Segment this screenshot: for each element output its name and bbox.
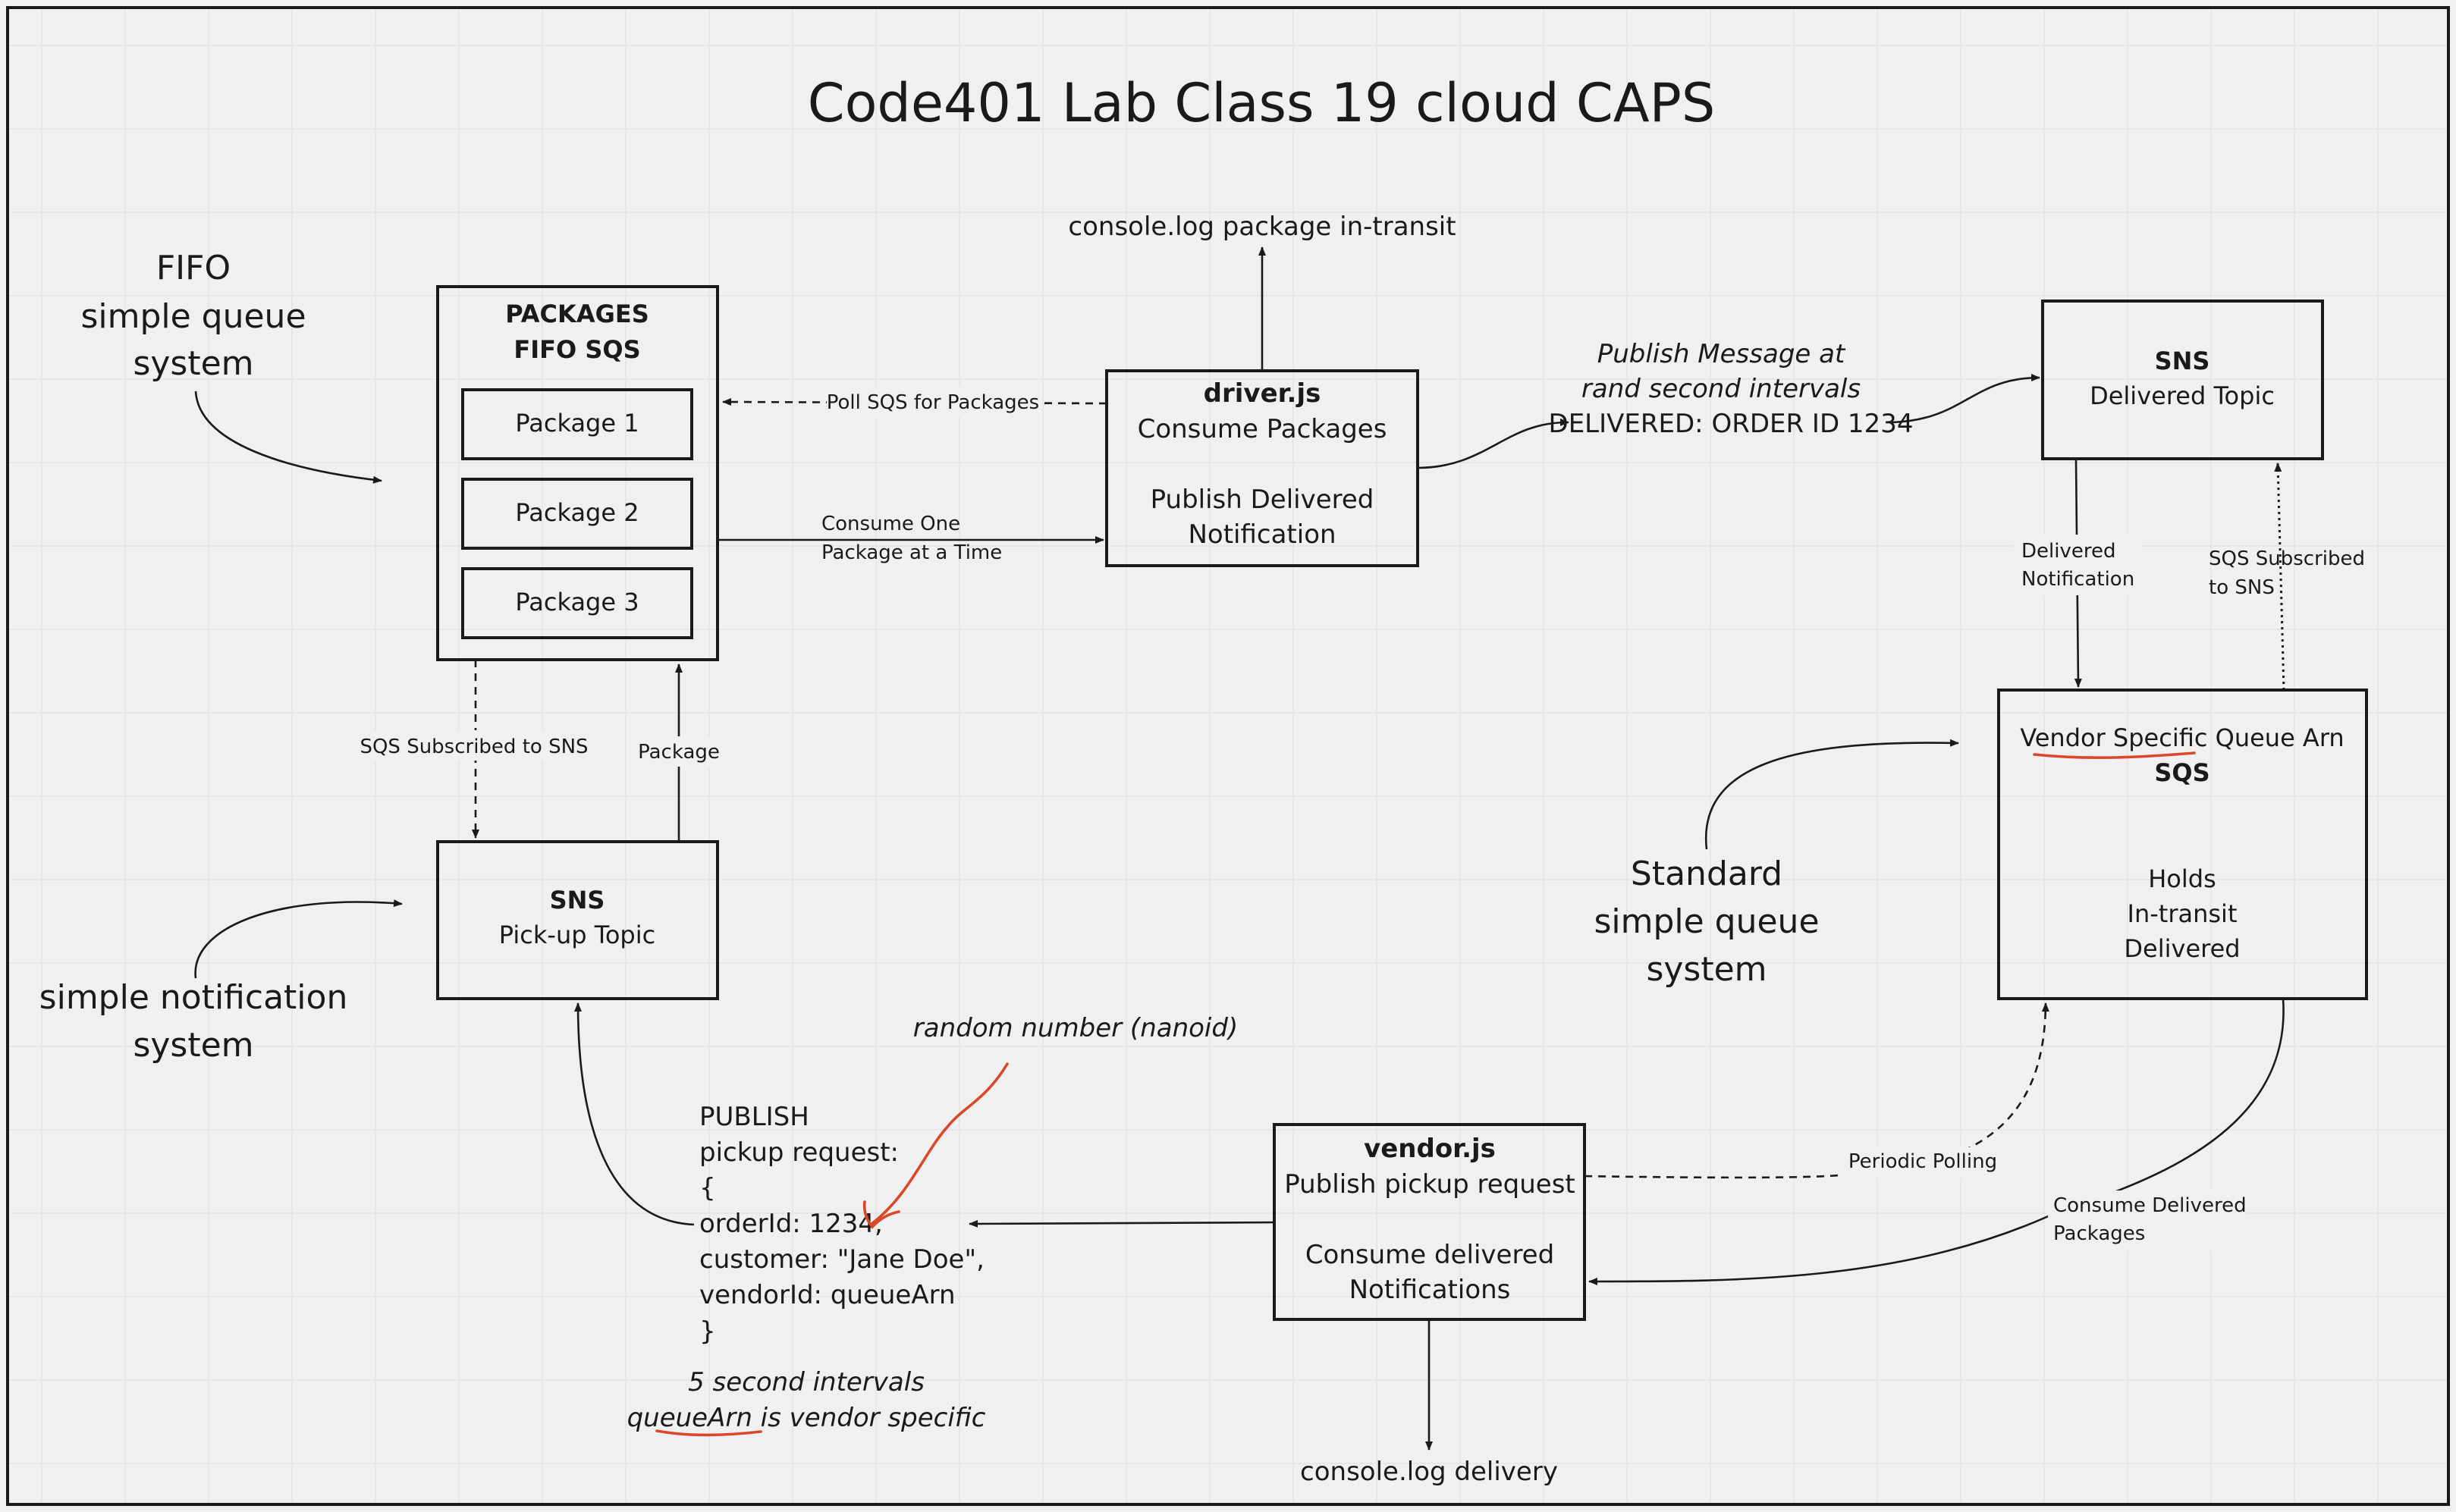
svg-text:SQS: SQS bbox=[2154, 758, 2209, 787]
svg-text:Delivered Topic: Delivered Topic bbox=[2090, 381, 2275, 410]
package-item: Package 3 bbox=[461, 567, 693, 639]
svg-text:system: system bbox=[1646, 950, 1767, 989]
fifo-annotation: FIFO simple queue system bbox=[80, 249, 306, 383]
svg-text:Package 3: Package 3 bbox=[515, 588, 639, 616]
svg-text:PACKAGES: PACKAGES bbox=[505, 300, 649, 328]
sqs-subscribed-right-label: to SNS bbox=[2209, 576, 2275, 599]
svg-text:FIFO SQS: FIFO SQS bbox=[513, 335, 640, 364]
svg-text:}: } bbox=[699, 1316, 716, 1347]
package-item: Package 1 bbox=[461, 388, 693, 460]
svg-text:PUBLISH: PUBLISH bbox=[699, 1102, 809, 1132]
publish-request-block: PUBLISH pickup request: { orderId: 1234,… bbox=[699, 1102, 985, 1347]
svg-text:Holds: Holds bbox=[2148, 864, 2216, 893]
interval-note: 5 second intervals bbox=[688, 1367, 925, 1398]
svg-text:Vendor Specific Queue Arn: Vendor Specific Queue Arn bbox=[2020, 723, 2344, 752]
svg-text:Publish Delivered: Publish Delivered bbox=[1151, 485, 1374, 515]
svg-text:Consume Packages: Consume Packages bbox=[1138, 414, 1387, 444]
periodic-polling-label: Periodic Polling bbox=[1848, 1150, 1997, 1173]
sns-delivered-topic-box: SNS Delivered Topic bbox=[2041, 300, 2324, 460]
random-number-pointer-head bbox=[862, 1200, 900, 1229]
consume-delivered-label: Packages bbox=[2053, 1222, 2145, 1245]
svg-text:Pick-up Topic: Pick-up Topic bbox=[499, 921, 655, 949]
svg-text:Delivered: Delivered bbox=[2124, 934, 2240, 963]
svg-text:Notification: Notification bbox=[1188, 519, 1336, 550]
random-number-pointer bbox=[869, 1062, 1009, 1226]
poll-sqs-label: Poll SQS for Packages bbox=[827, 391, 1039, 414]
svg-text:Notifications: Notifications bbox=[1349, 1275, 1511, 1305]
delivered-notification-label: Delivered bbox=[2021, 540, 2115, 563]
sqs-subscribed-right-label: SQS Subscribed bbox=[2209, 547, 2365, 570]
diagram-title: Code401 Lab Class 19 cloud CAPS bbox=[808, 72, 1716, 134]
arrow-msg-to-sns-delivered bbox=[1891, 374, 2040, 424]
arrow-driver-to-delivered-msg bbox=[1417, 418, 1569, 469]
consume-one-label: Consume One bbox=[821, 513, 960, 535]
notification-arrow bbox=[194, 899, 403, 979]
svg-text:pickup request:: pickup request: bbox=[699, 1137, 899, 1168]
standard-arrow bbox=[1704, 739, 1959, 850]
driver-js-box: driver.js Consume Packages Publish Deliv… bbox=[1105, 369, 1419, 567]
svg-text:vendor.js: vendor.js bbox=[1364, 1134, 1496, 1164]
consume-delivered-bg bbox=[2048, 1190, 2247, 1251]
console-delivery-label: console.log delivery bbox=[1300, 1457, 1558, 1487]
queuearn-note: queueArn is vendor specific bbox=[627, 1403, 986, 1433]
arrow-consume-delivered bbox=[1588, 998, 2285, 1285]
delivered-notif-bg bbox=[2014, 535, 2139, 595]
svg-text:system: system bbox=[133, 344, 253, 383]
vendor-specific-queue-box: Vendor Specific Queue Arn SQS Holds In-t… bbox=[1997, 689, 2368, 1000]
vendor-js-box: vendor.js Publish pickup request Consume… bbox=[1273, 1123, 1586, 1321]
delivered-order-label: DELIVERED: ORDER ID 1234 bbox=[1549, 409, 1914, 439]
svg-text:simple queue: simple queue bbox=[80, 297, 306, 336]
package-item: Package 2 bbox=[461, 478, 693, 550]
package-edge-label: Package bbox=[638, 741, 720, 764]
svg-text:Package 2: Package 2 bbox=[515, 498, 639, 527]
publish-msg-line: rand second intervals bbox=[1581, 374, 1861, 404]
standard-annotation: Standard simple queue system bbox=[1594, 855, 1819, 989]
periodic-label-bg bbox=[1843, 1147, 2010, 1178]
svg-text:vendorId: queueArn: vendorId: queueArn bbox=[699, 1280, 956, 1310]
vendor-specific-underline bbox=[2033, 751, 2196, 759]
sqs-subscribed-left-label: SQS Subscribed to SNS bbox=[360, 736, 588, 758]
svg-text:system: system bbox=[133, 1026, 253, 1065]
package-label-bg bbox=[633, 736, 724, 767]
consume-delivered-label: Consume Delivered bbox=[2053, 1194, 2247, 1217]
svg-text:Consume delivered: Consume delivered bbox=[1305, 1240, 1554, 1270]
svg-text:Standard: Standard bbox=[1631, 855, 1782, 893]
svg-text:SNS: SNS bbox=[2155, 347, 2210, 375]
consume-one-label: Package at a Time bbox=[821, 541, 1002, 564]
publish-msg-line: Publish Message at bbox=[1597, 339, 1846, 369]
svg-text:orderId: 1234,: orderId: 1234, bbox=[699, 1209, 883, 1239]
arrow-publish-to-sns-pickup bbox=[574, 1002, 695, 1226]
notification-annotation: simple notification system bbox=[39, 978, 348, 1065]
outer-frame bbox=[6, 6, 2450, 1506]
background-grid bbox=[9, 9, 2447, 1503]
svg-text:simple queue: simple queue bbox=[1594, 902, 1819, 941]
sqs-sub-left-bg bbox=[364, 730, 588, 761]
svg-text:driver.js: driver.js bbox=[1204, 378, 1321, 409]
svg-text:simple notification: simple notification bbox=[39, 978, 348, 1017]
console-intransit-label: console.log package in-transit bbox=[1068, 212, 1456, 242]
svg-text:SNS: SNS bbox=[550, 886, 605, 914]
arrow-sqs-subscribed-right bbox=[2274, 463, 2285, 691]
svg-text:customer: "Jane Doe",: customer: "Jane Doe", bbox=[699, 1244, 985, 1275]
packages-fifo-sqs-box: PACKAGES FIFO SQS Package 1 Package 2 Pa… bbox=[436, 285, 719, 661]
svg-text:FIFO: FIFO bbox=[156, 249, 231, 287]
svg-text:Publish pickup request: Publish pickup request bbox=[1284, 1169, 1575, 1200]
arrow-vendor-to-publish bbox=[969, 1219, 1275, 1228]
random-number-note: random number (nanoid) bbox=[913, 1013, 1238, 1043]
sns-pickup-topic-box: SNS Pick-up Topic bbox=[436, 840, 719, 1000]
svg-text:Package 1: Package 1 bbox=[515, 409, 639, 438]
delivered-notification-label: Notification bbox=[2021, 568, 2134, 591]
svg-text:In-transit: In-transit bbox=[2128, 899, 2238, 928]
fifo-arrow bbox=[194, 391, 382, 484]
queuearn-underline bbox=[655, 1429, 762, 1437]
poll-label-bg bbox=[827, 387, 1039, 417]
svg-text:{: { bbox=[699, 1173, 716, 1203]
